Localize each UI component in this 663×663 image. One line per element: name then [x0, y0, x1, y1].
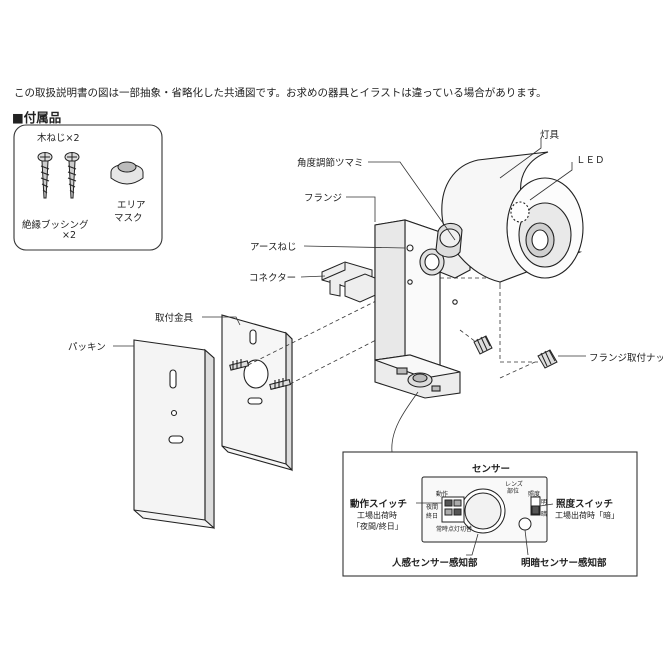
bracket-stud-right: [269, 378, 292, 390]
sensor-panel: [421, 476, 548, 543]
light-sensor-icon: [518, 517, 532, 531]
area-mask-icon: [110, 161, 144, 185]
led-indicator-icon: [510, 201, 530, 223]
earth-screw-label: アースねじ: [250, 242, 297, 253]
panel-label-operation: 動作: [436, 491, 449, 498]
light-switch-factory: 工場出荷時「暗」: [555, 511, 619, 520]
connector-icon: [321, 261, 381, 303]
insulating-bushing-label: 絶縁ブッシング: [22, 220, 89, 231]
wood-screw-icon: [64, 152, 80, 199]
panel-label-bottom: 常時点灯切替: [436, 526, 473, 533]
connector-label: コネクター: [249, 273, 297, 284]
wood-screw-label: 木ねじ×2: [37, 133, 80, 144]
angle-knob-label: 角度調節ツマミ: [297, 158, 364, 169]
assembly-guide-lines: [247, 277, 538, 385]
packing-plate: [133, 339, 215, 530]
lamp-label: 灯具: [540, 130, 560, 141]
area-mask-label-1: エリア: [117, 200, 146, 211]
insulating-bushing-count: ×2: [62, 230, 77, 241]
leader-lines: [113, 138, 586, 453]
lamp-head: [419, 151, 584, 283]
panel-label-brightness: 照度: [528, 491, 541, 498]
accessories-title: ■付属品: [12, 110, 62, 125]
area-mask-label-2: マスク: [114, 213, 143, 224]
disclaimer-note: この取扱説明書の図は一部抽象・省略化した共通図です。お求めの器具とイラストは違っ…: [14, 87, 547, 99]
wood-screw-icon: [37, 152, 53, 199]
mounting-bracket: [221, 314, 293, 472]
mode-switch-factory: 工場出荷時: [357, 511, 397, 520]
flange-body: [374, 219, 461, 399]
packing-label: パッキン: [68, 342, 106, 353]
earth-screw-icon: [406, 244, 414, 252]
flange-label: フランジ: [304, 193, 343, 204]
panel-label-lens: レンズ: [505, 481, 523, 488]
panel-label-allday: 終日: [426, 513, 439, 520]
flange-nut-icon: [473, 335, 493, 355]
light-sensor-label: 明暗センサー感知部: [521, 558, 607, 569]
flange-nut-label: フランジ取付ナット: [589, 353, 663, 364]
panel-label-dark: 暗: [541, 511, 548, 518]
led-label: ＬＥＤ: [576, 155, 605, 166]
mode-switch-label: 動作スイッチ: [350, 499, 408, 510]
motion-sensor-label: 人感センサー感知部: [392, 558, 478, 569]
panel-label-lens-sub: 部位: [507, 488, 520, 495]
mode-switch-default: 「夜間/終日」: [352, 522, 403, 531]
flange-nut-icon: [537, 349, 558, 369]
bracket-stud-left: [229, 359, 250, 371]
mounting-bracket-label: 取付金具: [155, 313, 194, 324]
light-switch-label: 照度スイッチ: [556, 499, 614, 510]
panel-label-bright: 明: [541, 499, 548, 506]
panel-label-night: 夜間: [426, 504, 439, 511]
sensor-title: センサー: [472, 464, 511, 475]
